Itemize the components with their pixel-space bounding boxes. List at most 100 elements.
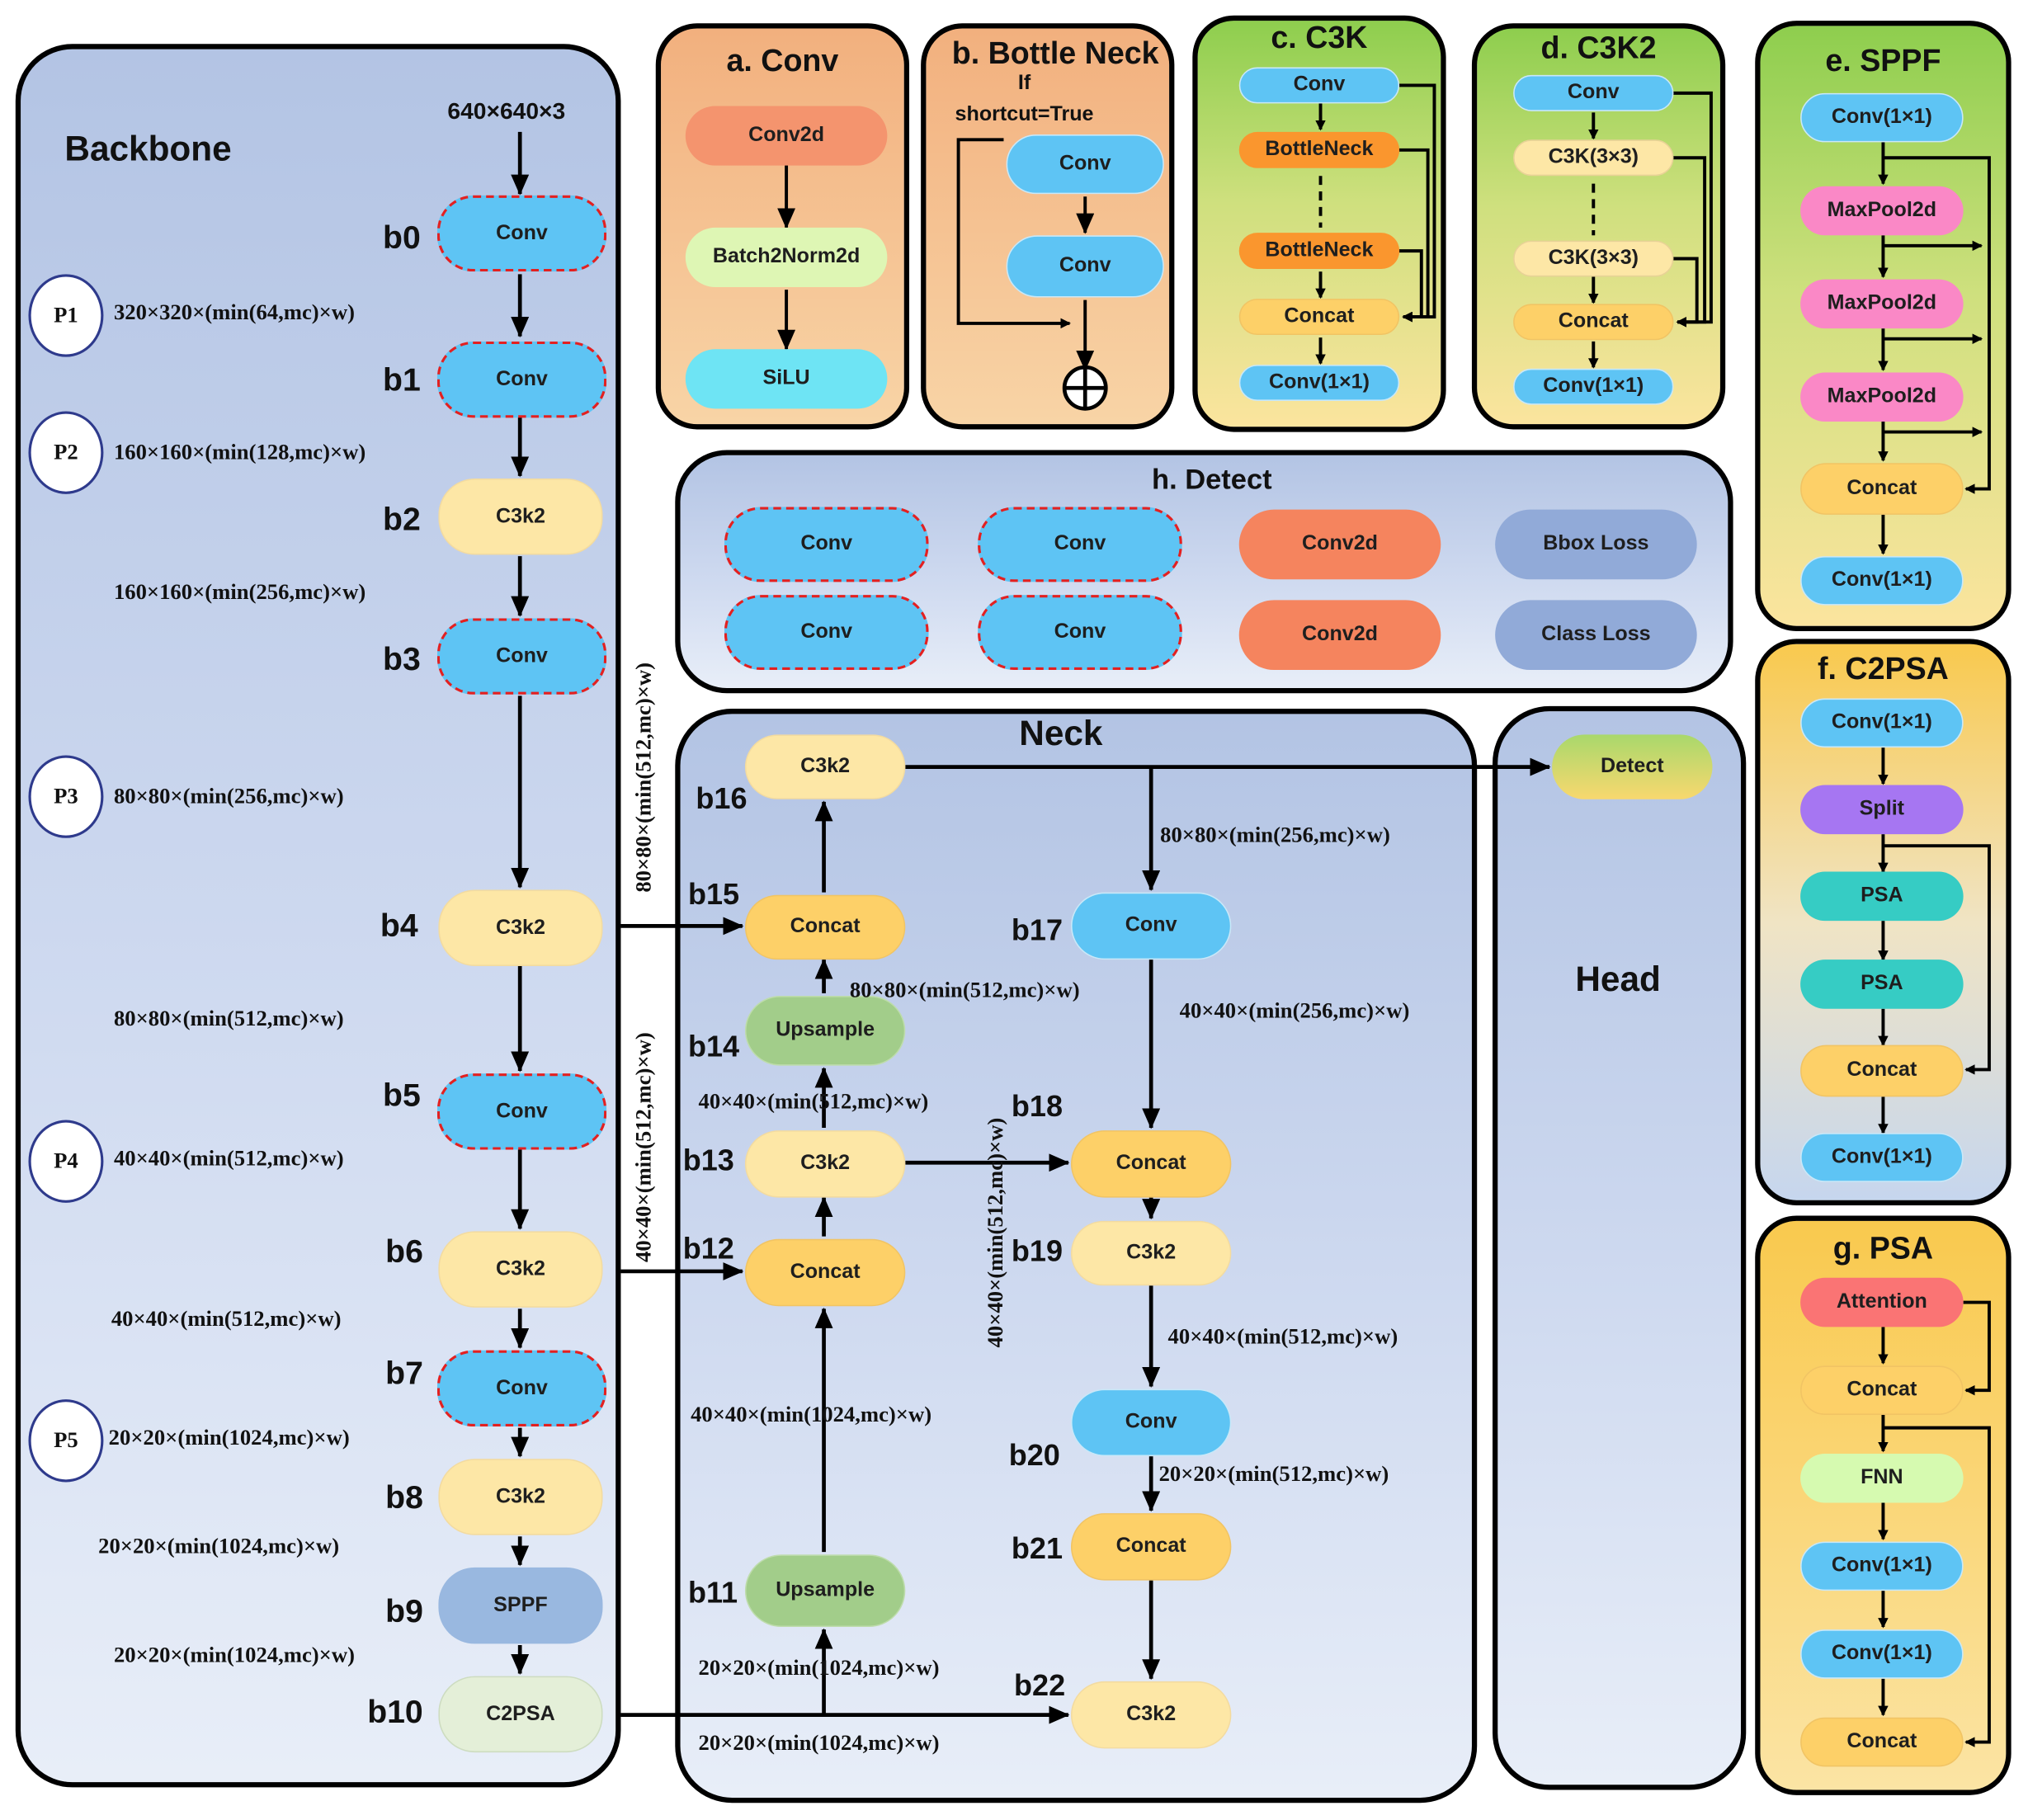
detect-conv2d-2[interactable]: Conv2d [1238,600,1441,671]
neck-b20-conv[interactable]: Conv [1070,1389,1232,1457]
block-label-b4: b4 [380,908,418,945]
detect-conv-4[interactable]: Conv [978,595,1182,671]
feature-p3: P3 [28,755,104,838]
backbone-annotation: 20×20×(min(1024,mc)×w) [108,1425,350,1450]
backbone-annotation: 160×160×(min(128,mc)×w) [113,439,366,464]
psa-attention[interactable]: Attention [1800,1277,1964,1327]
backbone-b3-conv[interactable]: Conv [436,618,607,695]
c2psa-psa-1[interactable]: PSA [1800,871,1964,922]
sppf-panel-title: e. SPPF [1825,44,1941,79]
sppf-maxpool-1[interactable]: MaxPool2d [1800,186,1964,236]
head-detect[interactable]: Detect [1552,734,1713,799]
c3k-panel-title: c. C3K [1271,21,1368,56]
psa-concat-1[interactable]: Concat [1800,1365,1964,1415]
sppf-maxpool-2[interactable]: MaxPool2d [1800,279,1964,329]
neck-b21-concat[interactable]: Concat [1070,1513,1232,1581]
bottleneck-panel [921,23,1175,430]
backbone-b8-c3k2[interactable]: C3k2 [438,1459,603,1535]
psa-conv-1[interactable]: Conv(1×1) [1800,1541,1964,1591]
neck-b12-concat[interactable]: Concat [744,1238,906,1307]
block-label-b19: b19 [1011,1233,1064,1268]
neck-title: Neck [1019,714,1103,753]
backbone-b4-c3k2[interactable]: C3k2 [438,889,603,966]
c2psa-panel-title: f. C2PSA [1817,652,1949,687]
block-label-b21: b21 [1011,1531,1064,1565]
vertical-annotation: 40×40×(min(512,mc)×w) [983,1117,1008,1348]
detect-conv-3[interactable]: Conv [724,595,929,671]
conv-panel-batchnorm[interactable]: Batch2Norm2d [685,227,888,288]
sppf-maxpool-3[interactable]: MaxPool2d [1800,372,1964,422]
block-label-b11: b11 [687,1575,738,1610]
c3k2-c3k-1[interactable]: C3K(3×3) [1513,139,1674,177]
detect-class-loss[interactable]: Class Loss [1495,600,1697,671]
detect-bbox-loss[interactable]: Bbox Loss [1495,509,1697,580]
neck-b22-c3k2[interactable]: C3k2 [1070,1681,1232,1749]
neck-b17-conv[interactable]: Conv [1070,892,1232,960]
neck-annotation: 20×20×(min(1024,mc)×w) [698,1730,940,1756]
c3k2-conv-1x1[interactable]: Conv(1×1) [1513,368,1674,405]
neck-b14-upsample[interactable]: Upsample [744,996,906,1066]
vertical-annotation: 40×40×(min(512,mc)×w) [630,1032,656,1262]
c3k-conv[interactable]: Conv [1238,67,1400,104]
head-panel [1493,705,1747,1790]
detect-conv-2[interactable]: Conv [978,507,1182,582]
conv-panel-silu[interactable]: SiLU [685,349,888,409]
backbone-title: Backbone [64,129,232,168]
backbone-b5-conv[interactable]: Conv [436,1073,607,1150]
bottleneck-conv-2[interactable]: Conv [1006,235,1164,298]
sppf-conv-out[interactable]: Conv(1×1) [1800,556,1964,606]
c3k-concat[interactable]: Concat [1238,299,1400,336]
conv-panel-conv2d[interactable]: Conv2d [685,106,888,166]
detect-panel-title: h. Detect [1151,463,1272,496]
c2psa-psa-2[interactable]: PSA [1800,960,1964,1009]
backbone-annotation: 40×40×(min(512,mc)×w) [113,1145,344,1171]
psa-concat-2[interactable]: Concat [1800,1717,1964,1767]
backbone-b6-c3k2[interactable]: C3k2 [438,1231,603,1308]
feature-p2: P2 [28,411,104,494]
neck-b18-concat[interactable]: Concat [1070,1130,1232,1198]
backbone-b10-c2psa[interactable]: C2PSA [438,1676,603,1753]
c2psa-conv-in[interactable]: Conv(1×1) [1800,698,1964,748]
c2psa-conv-out[interactable]: Conv(1×1) [1800,1133,1964,1182]
block-label-b10: b10 [367,1694,423,1731]
block-label-b2: b2 [383,502,421,539]
neck-annotation: 80×80×(min(256,mc)×w) [1160,822,1390,847]
neck-b15-concat[interactable]: Concat [744,894,906,960]
backbone-annotation: 80×80×(min(512,mc)×w) [113,1006,344,1031]
neck-b13-c3k2[interactable]: C3k2 [744,1130,906,1198]
backbone-annotation: 160×160×(min(256,mc)×w) [113,579,366,605]
neck-annotation: 40×40×(min(1024,mc)×w) [691,1402,932,1427]
c3k2-concat[interactable]: Concat [1513,304,1674,341]
c2psa-concat[interactable]: Concat [1800,1044,1964,1097]
block-label-b13: b13 [682,1143,734,1177]
backbone-b7-conv[interactable]: Conv [436,1350,607,1427]
backbone-b0-conv[interactable]: Conv [436,195,607,272]
c2psa-split[interactable]: Split [1800,785,1964,835]
bottleneck-note-if: If [1017,72,1031,95]
detect-conv2d-1[interactable]: Conv2d [1238,509,1441,580]
c3k-bottleneck-1[interactable]: BottleNeck [1238,131,1400,168]
neck-b16-c3k2[interactable]: C3k2 [744,734,906,799]
neck-annotation: 20×20×(min(1024,mc)×w) [698,1655,940,1681]
neck-b19-c3k2[interactable]: C3k2 [1070,1220,1232,1286]
backbone-b1-conv[interactable]: Conv [436,341,607,418]
psa-fnn[interactable]: FNN [1800,1453,1964,1503]
block-label-b0: b0 [383,219,421,257]
c3k2-conv[interactable]: Conv [1513,74,1674,111]
detect-conv-1[interactable]: Conv [724,507,929,582]
backbone-annotation: 80×80×(min(256,mc)×w) [113,783,344,809]
feature-p1: P1 [28,274,104,357]
backbone-b9-sppf[interactable]: SPPF [438,1567,603,1644]
c3k-conv-1x1[interactable]: Conv(1×1) [1238,365,1400,401]
c3k2-c3k-2[interactable]: C3K(3×3) [1513,240,1674,277]
sppf-concat[interactable]: Concat [1800,463,1964,515]
c3k-bottleneck-2[interactable]: BottleNeck [1238,233,1400,270]
neck-annotation: 80×80×(min(512,mc)×w) [849,978,1080,1002]
bottleneck-conv-1[interactable]: Conv [1006,134,1164,195]
psa-conv-2[interactable]: Conv(1×1) [1800,1629,1964,1679]
sppf-conv-in[interactable]: Conv(1×1) [1800,92,1964,143]
psa-panel-title: g. PSA [1832,1231,1934,1266]
block-label-b22: b22 [1013,1668,1066,1702]
neck-b11-upsample[interactable]: Upsample [744,1554,906,1628]
backbone-b2-c3k2[interactable]: C3k2 [438,479,603,555]
